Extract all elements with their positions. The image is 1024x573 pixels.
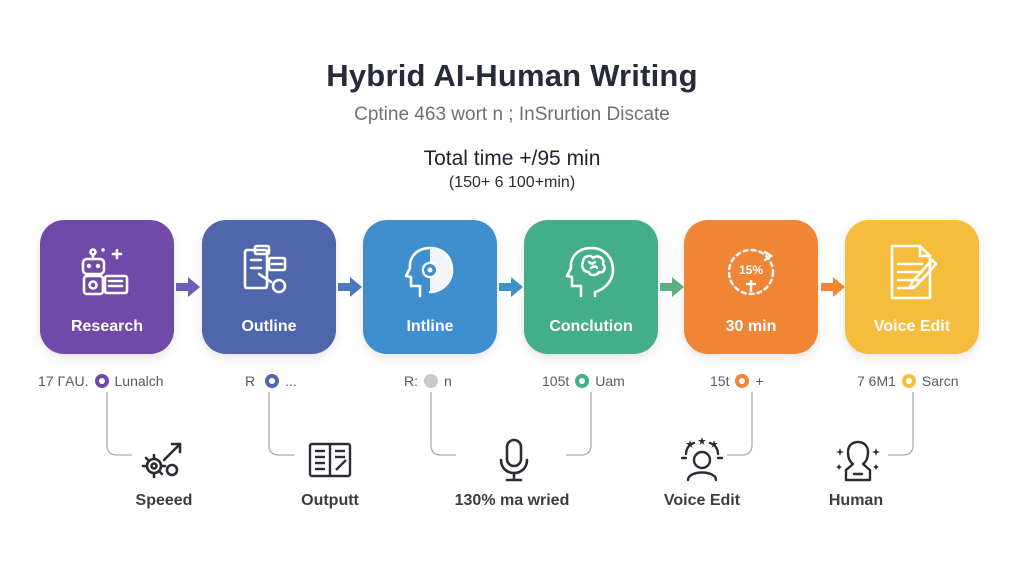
meta-prefix: R	[245, 373, 256, 389]
step-meta-outline: R ...	[245, 372, 297, 390]
status-dot	[575, 374, 590, 388]
microphone-icon	[499, 438, 529, 482]
meta-suffix: n	[444, 373, 452, 389]
timer-icon: 15%	[727, 248, 775, 296]
step-label: 30 min	[725, 318, 777, 335]
bottom-label-speed: Speeed	[135, 492, 193, 509]
step-label: Voice Edit	[873, 318, 951, 335]
step-card-voice-edit[interactable]: Voice Edit	[845, 220, 979, 354]
step-label: Intline	[406, 318, 454, 335]
status-dot	[265, 374, 280, 388]
step-meta-conclution: 105t Uam	[542, 372, 625, 390]
meta-suffix: Sarcn	[921, 373, 959, 389]
ai-head-icon	[404, 246, 454, 298]
step-card-30-min[interactable]: 15% 30 min	[684, 220, 818, 354]
status-dot	[94, 374, 109, 388]
arrow-right-icon	[821, 277, 845, 297]
meta-prefix: R:	[404, 373, 418, 389]
meta-prefix: 17 ΓAU.	[38, 373, 89, 389]
book-icon	[308, 442, 352, 478]
status-dot	[901, 374, 916, 388]
meta-prefix: 105t	[542, 373, 570, 389]
human-sparkle-icon	[836, 440, 880, 482]
meta-prefix: 15t	[710, 373, 730, 389]
page-title: Hybrid AI-Human Writing	[326, 58, 698, 93]
step-card-research[interactable]: Research	[40, 220, 174, 354]
timer-text: 15%	[739, 263, 763, 277]
status-dot	[735, 374, 750, 388]
arrow-right-icon	[660, 277, 684, 297]
meta-suffix: +	[755, 373, 764, 389]
step-label: Outline	[241, 318, 297, 335]
bottom-label-human: Human	[828, 492, 884, 509]
arrow-right-icon	[338, 277, 362, 297]
bottom-label-voice-edit: Voice Edit	[663, 492, 741, 509]
meta-suffix: Uam	[595, 373, 625, 389]
status-dot	[424, 374, 438, 388]
meta-prefix: 7 6M1	[857, 373, 896, 389]
step-card-outline[interactable]: Outline	[202, 220, 336, 354]
arrow-right-icon	[176, 277, 200, 297]
step-meta-research: 17 ΓAU. Lunalch	[38, 372, 164, 390]
page-subtitle: Cрtine 463 wort n ; InSrurtion Discate	[354, 104, 670, 125]
voice-person-icon	[680, 437, 724, 482]
step-meta-30-min: 15t +	[710, 372, 764, 390]
gears-arrow-icon	[141, 442, 182, 479]
total-time: Total time +/95 min	[423, 147, 601, 170]
step-meta-intline: R: n	[404, 372, 452, 390]
brain-icon	[565, 246, 615, 298]
arrow-right-icon	[499, 277, 523, 297]
bottom-label-output: Outputt	[301, 492, 359, 509]
document-edit-icon	[890, 244, 938, 300]
step-label: Research	[70, 318, 144, 335]
bottom-label-wried: 130% ma wried	[454, 492, 570, 509]
meta-suffix: ...	[285, 373, 297, 389]
total-time-detail: (150+ 6 100+min)	[448, 174, 576, 191]
flowchart-icon	[243, 244, 287, 294]
robot-icon	[81, 248, 129, 296]
step-card-intline[interactable]: Intline	[363, 220, 497, 354]
step-label: Conclution	[549, 318, 633, 335]
meta-suffix: Lunalch	[114, 373, 164, 389]
step-card-conclution[interactable]: Conclution	[524, 220, 658, 354]
step-meta-voice-edit: 7 6M1 Sarcn	[857, 372, 959, 390]
